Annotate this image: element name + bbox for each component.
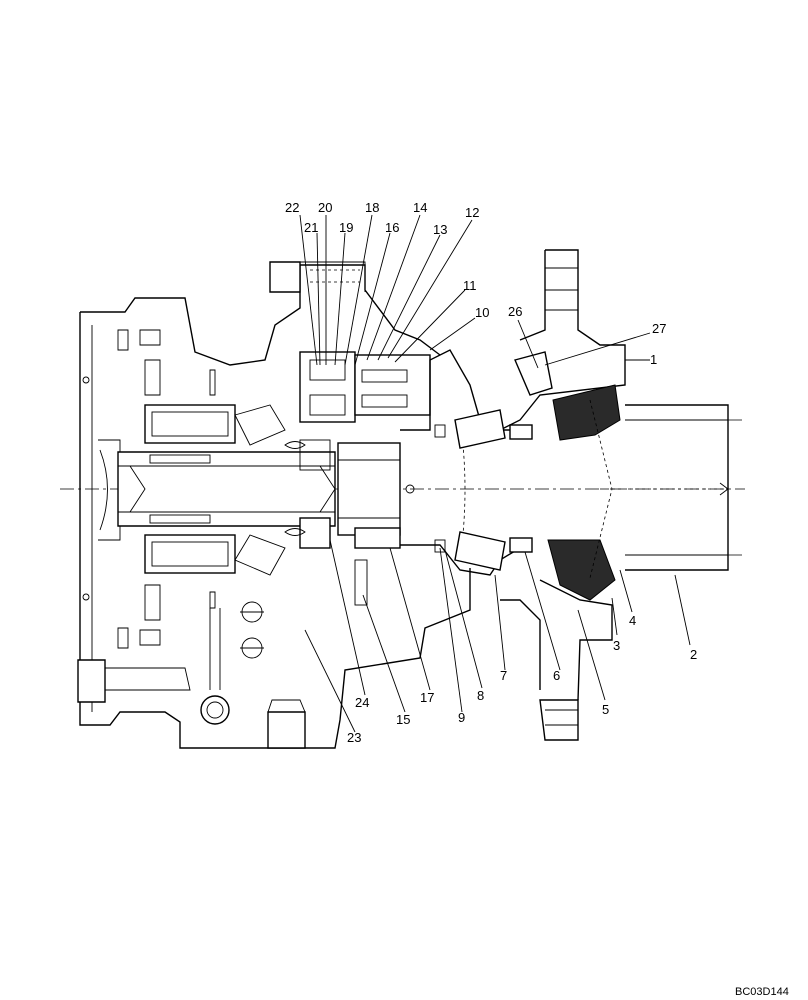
callout-6: 6: [553, 668, 560, 683]
callout-13: 13: [433, 222, 447, 237]
callout-23: 23: [347, 730, 361, 745]
callout-8: 8: [477, 688, 484, 703]
output-hub: [454, 249, 745, 741]
callouts: 22 20 18 14 12 21 19 16 13 11 10 26 27 1…: [285, 200, 789, 998]
callout-3: 3: [613, 638, 620, 653]
leader-lines: [299, 214, 691, 733]
callout-1: 1: [650, 352, 657, 367]
callout-22: 22: [285, 200, 299, 215]
callout-24: 24: [355, 695, 369, 710]
callout-2: 2: [690, 647, 697, 662]
callout-7: 7: [500, 668, 507, 683]
callout-19: 19: [339, 220, 353, 235]
callout-5: 5: [602, 702, 609, 717]
callout-20: 20: [318, 200, 332, 215]
reference-code: BC03D144: [735, 986, 789, 998]
callout-17: 17: [420, 690, 434, 705]
callout-4: 4: [629, 613, 636, 628]
callout-10: 10: [475, 305, 489, 320]
callout-14: 14: [413, 200, 427, 215]
motor-housing: [77, 261, 471, 749]
gear-stages: [284, 349, 521, 606]
callout-18: 18: [365, 200, 379, 215]
callout-15: 15: [396, 712, 410, 727]
callout-12: 12: [465, 205, 479, 220]
callout-16: 16: [385, 220, 399, 235]
callout-9: 9: [458, 710, 465, 725]
callout-11: 11: [463, 278, 477, 293]
callout-26: 26: [508, 304, 522, 319]
callout-27: 27: [652, 321, 666, 336]
callout-21: 21: [304, 220, 318, 235]
